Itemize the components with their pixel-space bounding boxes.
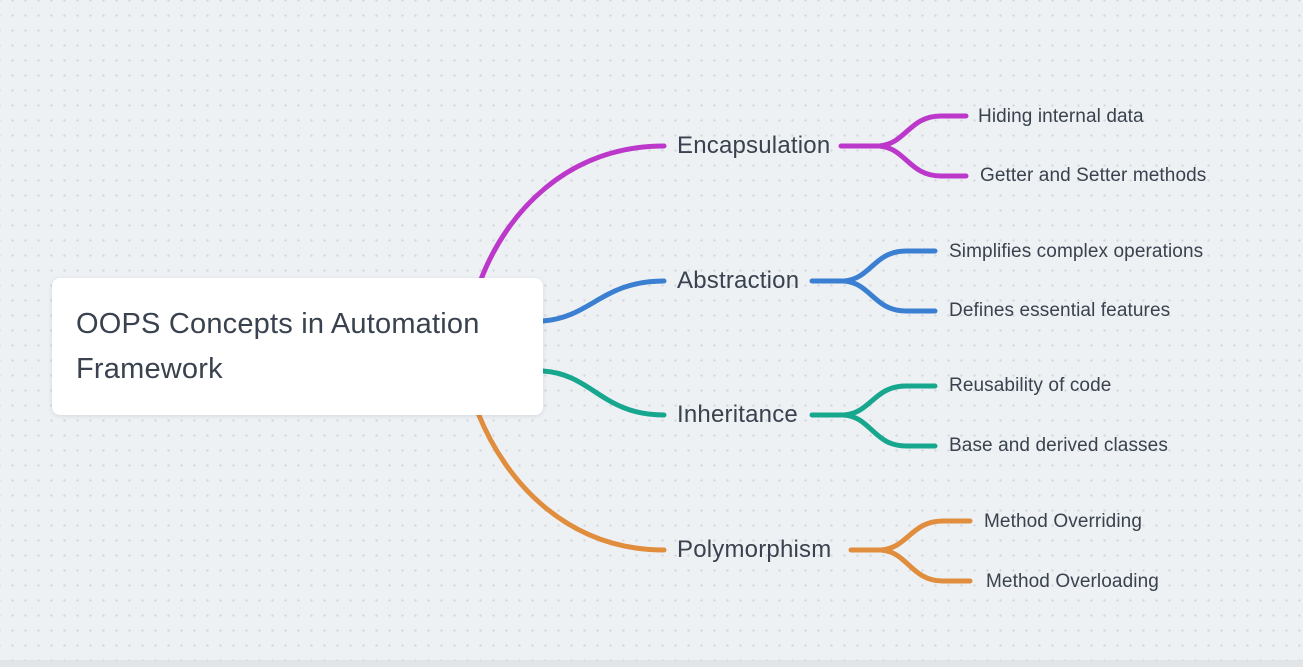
- leaf-node-base-derived-classes[interactable]: Base and derived classes: [949, 435, 1168, 456]
- encapsulation-root-curve: [477, 143, 667, 285]
- inheritance-child-curve-bottom: [841, 412, 938, 449]
- canvas-bottom-edge: [0, 660, 1303, 667]
- branch-node-abstraction[interactable]: Abstraction: [677, 267, 800, 294]
- branch-node-encapsulation[interactable]: Encapsulation: [677, 132, 831, 159]
- abstraction-root-curve: [540, 278, 667, 324]
- root-node-title: OOPS Concepts in Automation Framework: [76, 307, 480, 385]
- leaf-node-method-overloading[interactable]: Method Overloading: [986, 571, 1159, 592]
- leaf-node-method-overriding[interactable]: Method Overriding: [984, 511, 1142, 532]
- leaf-node-reusability-of-code[interactable]: Reusability of code: [949, 375, 1112, 396]
- root-node[interactable]: OOPS Concepts in Automation Framework: [52, 278, 543, 415]
- leaf-node-getter-setter-methods[interactable]: Getter and Setter methods: [980, 165, 1207, 186]
- inheritance-root-curve: [540, 368, 667, 418]
- abstraction-child-curve-bottom: [841, 278, 938, 314]
- polymorphism-root-curve: [475, 410, 667, 553]
- inheritance-child-curve-top: [841, 383, 938, 418]
- branch-node-inheritance[interactable]: Inheritance: [677, 401, 798, 428]
- encapsulation-child-curve-top: [876, 113, 969, 149]
- leaf-node-simplifies-complex-operations[interactable]: Simplifies complex operations: [949, 241, 1204, 262]
- branch-node-polymorphism[interactable]: Polymorphism: [677, 536, 832, 563]
- leaf-node-defines-essential-features[interactable]: Defines essential features: [949, 300, 1171, 321]
- polymorphism-child-curve-bottom: [878, 547, 973, 584]
- abstraction-child-curve-top: [841, 248, 938, 284]
- polymorphism-child-curve-top: [878, 518, 973, 553]
- leaf-node-hiding-internal-data[interactable]: Hiding internal data: [978, 106, 1144, 127]
- encapsulation-child-curve-bottom: [876, 143, 969, 179]
